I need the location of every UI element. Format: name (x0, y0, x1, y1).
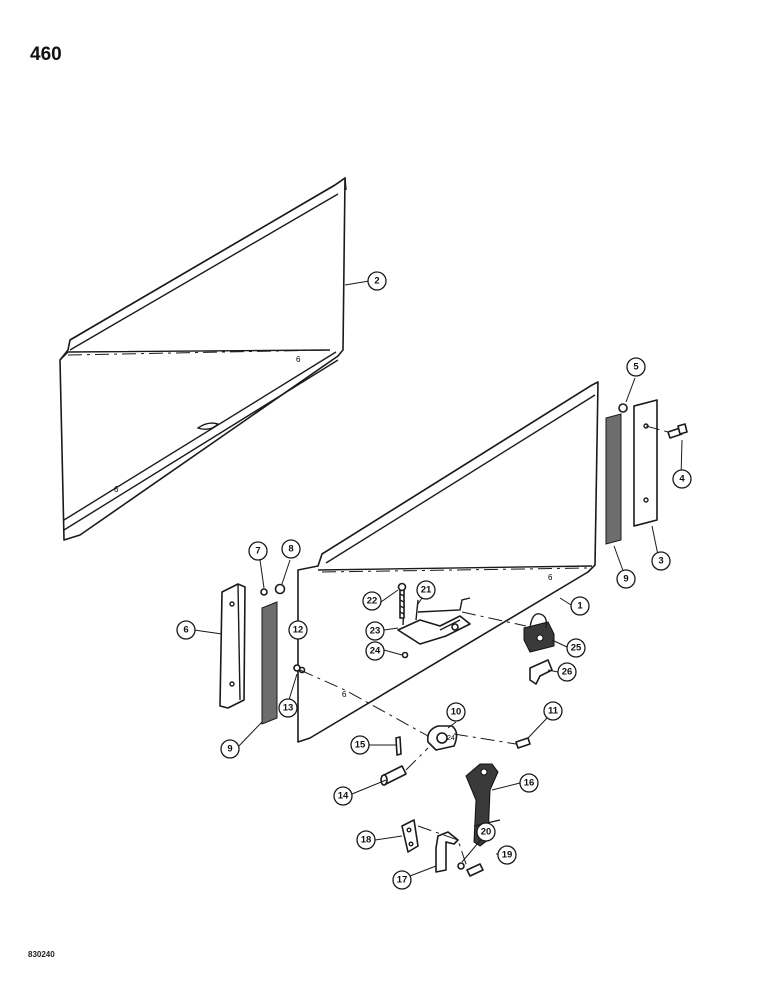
callout-2: 2 (367, 271, 387, 291)
svg-text:9: 9 (227, 744, 232, 755)
latch-striker-rod (417, 597, 471, 631)
pin-washer (293, 664, 306, 674)
callout-3: 3 (651, 551, 671, 571)
callout-26: 26 (557, 662, 577, 682)
svg-text:24: 24 (447, 735, 455, 742)
svg-text:6: 6 (548, 573, 553, 582)
svg-text:10: 10 (451, 707, 462, 718)
svg-text:6: 6 (114, 485, 119, 494)
callout-12: 12 (288, 620, 308, 640)
left-washer (260, 588, 268, 596)
handle-washer (457, 862, 465, 870)
callout-11: 11 (543, 701, 563, 721)
svg-text:3: 3 (658, 556, 663, 567)
right-bolt (667, 423, 688, 439)
callout-17: 17 (392, 870, 412, 890)
right-nut (618, 403, 628, 413)
svg-text:8: 8 (288, 544, 293, 555)
callout-8: 8 (281, 539, 301, 559)
handle-housing: 24 (426, 725, 458, 751)
callout-18: 18 (356, 830, 376, 850)
svg-text:15: 15 (355, 740, 366, 751)
callout-24: 24 (365, 641, 385, 661)
svg-text:24: 24 (370, 646, 381, 657)
callout-9-right: 9 (616, 569, 636, 589)
handle-plate (401, 819, 419, 853)
svg-text:26: 26 (562, 667, 573, 678)
callout-7: 7 (248, 541, 268, 561)
svg-text:19: 19 (502, 850, 513, 861)
latch-bolt (397, 582, 407, 619)
handle-pin (380, 765, 407, 786)
svg-text:12: 12 (293, 625, 304, 636)
page-number: 460 (30, 44, 62, 65)
svg-text:1: 1 (577, 601, 583, 612)
right-seal-strip (605, 413, 622, 545)
svg-text:9: 9 (623, 574, 628, 585)
svg-text:25: 25 (571, 643, 582, 654)
right-trim-strip (633, 399, 658, 527)
callout-15: 15 (350, 735, 370, 755)
svg-text:7: 7 (255, 546, 260, 557)
callout-25: 25 (566, 638, 586, 658)
svg-text:2: 2 (374, 276, 379, 287)
left-seal-strip (261, 601, 278, 725)
left-nut (274, 583, 286, 595)
handle-bracket (435, 831, 459, 873)
callout-5: 5 (626, 357, 646, 377)
svg-text:16: 16 (524, 778, 535, 789)
svg-text:6: 6 (342, 690, 347, 699)
lower-door-panel: 6 6 (297, 381, 599, 743)
left-hinge-strip (219, 583, 246, 709)
latch-bracket (397, 599, 471, 645)
svg-text:11: 11 (548, 706, 559, 717)
callout-23: 23 (365, 621, 385, 641)
latch-handle (465, 763, 501, 847)
svg-text:6: 6 (296, 355, 301, 364)
assembly-lines (299, 425, 669, 871)
callout-21: 21 (416, 580, 436, 600)
callout-4: 4 (672, 469, 692, 489)
roll-pin (395, 736, 402, 756)
handle-bolt (466, 863, 484, 877)
svg-text:5: 5 (633, 362, 639, 373)
svg-text:17: 17 (397, 875, 408, 886)
callout-1: 1 (570, 596, 590, 616)
callout-20: 20 (476, 822, 496, 842)
svg-text:21: 21 (421, 585, 432, 596)
padlock-block (523, 613, 555, 653)
callout-13: 13 (278, 698, 298, 718)
callout-6: 6 (176, 620, 196, 640)
svg-text:20: 20 (481, 827, 492, 838)
svg-text:6: 6 (183, 625, 188, 636)
handle-screw (515, 737, 531, 749)
callout-9-left: 9 (220, 739, 240, 759)
callout-14: 14 (333, 786, 353, 806)
latch-nut (401, 651, 409, 659)
svg-text:23: 23 (370, 626, 381, 637)
svg-text:4: 4 (679, 474, 685, 485)
figure-code: 830240 (28, 950, 55, 959)
callout-19: 19 (497, 845, 517, 865)
svg-text:13: 13 (283, 703, 294, 714)
svg-text:14: 14 (338, 791, 349, 802)
latch-clip (529, 659, 553, 685)
svg-text:18: 18 (361, 835, 372, 846)
svg-text:22: 22 (367, 596, 378, 607)
callout-22: 22 (362, 591, 382, 611)
upper-door-panel: 6 6 (59, 176, 347, 541)
callout-16: 16 (519, 773, 539, 793)
callout-10: 10 (446, 702, 466, 722)
